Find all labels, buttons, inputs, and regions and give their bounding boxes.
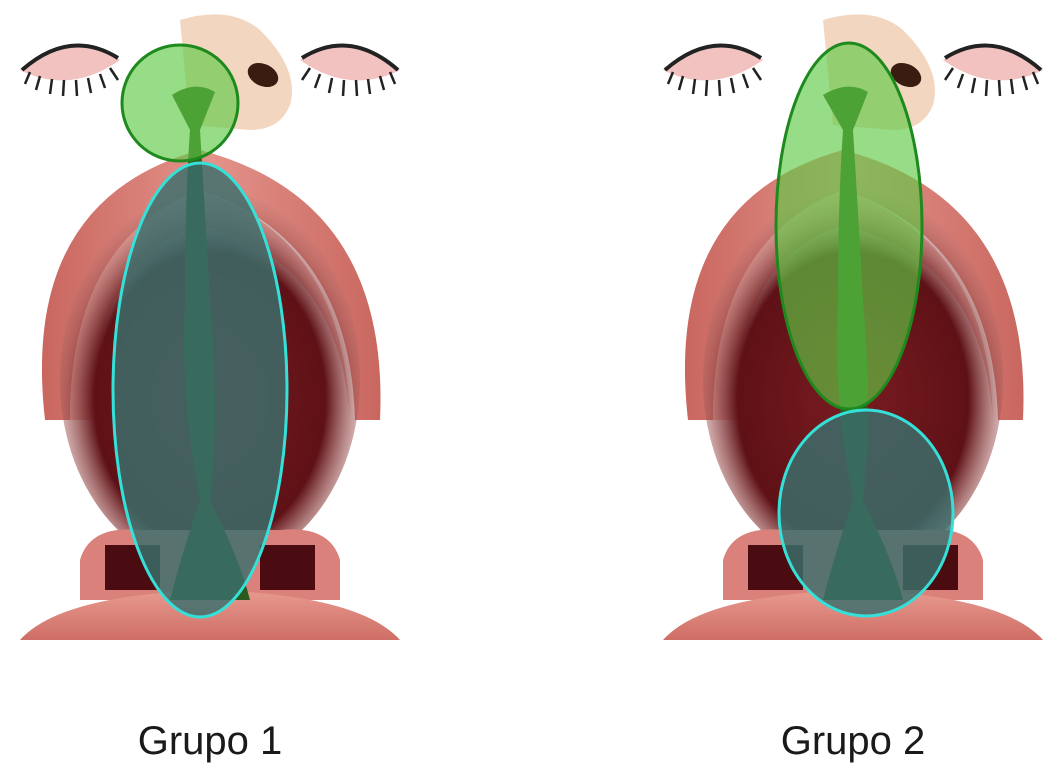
airway-region <box>779 410 953 616</box>
airway-region <box>113 163 287 617</box>
group-2-illustration <box>643 0 1063 680</box>
group-1-panel: Grupo 1 <box>0 0 420 769</box>
group-1-illustration <box>0 0 420 680</box>
nasopharynx-region <box>122 45 238 161</box>
nasopharynx-region <box>776 43 922 409</box>
group-2-panel: Grupo 2 <box>643 0 1063 769</box>
group-1-label: Grupo 1 <box>0 718 420 764</box>
group-2-label: Grupo 2 <box>643 718 1063 764</box>
